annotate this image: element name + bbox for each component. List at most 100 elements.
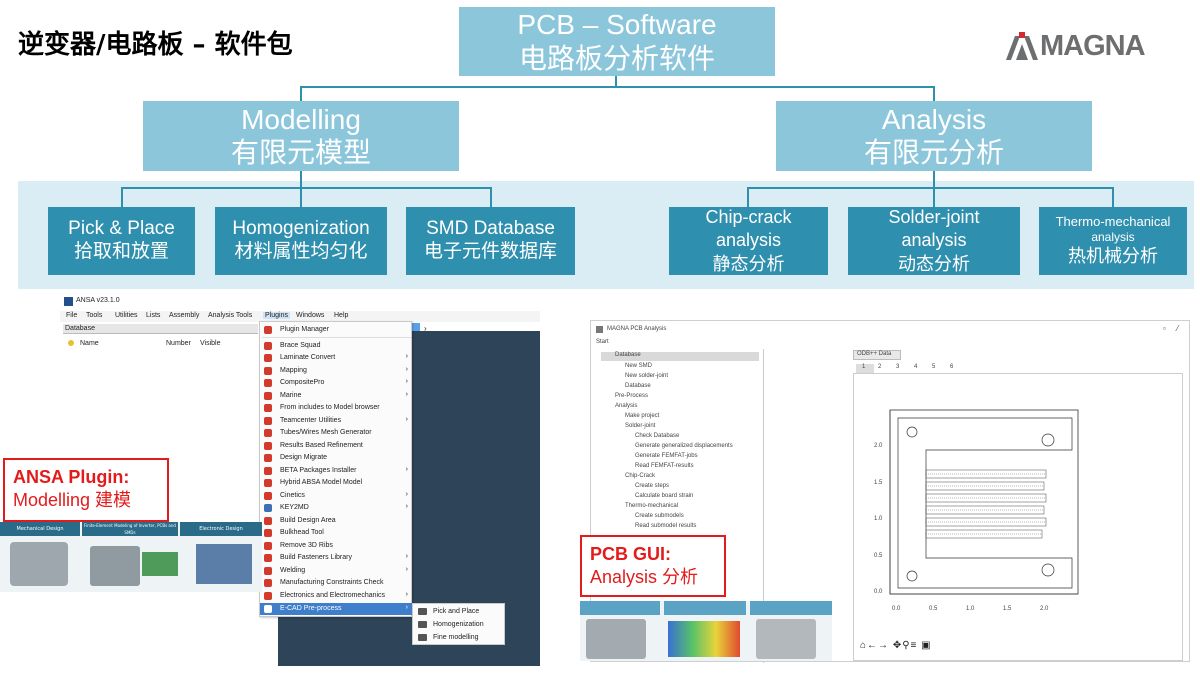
thermal-model-image xyxy=(756,619,816,659)
menu-item[interactable]: Manufacturing Constraints Check xyxy=(260,577,413,589)
subtab[interactable]: 4 xyxy=(914,364,918,370)
close-icon[interactable]: ⁄ xyxy=(1177,324,1179,333)
column-visible[interactable]: Visible xyxy=(200,340,221,347)
tree-item[interactable]: New solder-joint xyxy=(625,373,669,379)
back-icon[interactable]: ← xyxy=(867,640,879,651)
menu-item[interactable]: Bulkhead Tool xyxy=(260,527,413,539)
connector xyxy=(300,170,302,188)
tree-item[interactable]: Database xyxy=(601,352,759,361)
column-name[interactable]: Name xyxy=(80,340,99,347)
menu-item[interactable]: Electronics and Electromechanics› xyxy=(260,590,413,602)
menu-item[interactable]: Marine› xyxy=(260,390,413,402)
column-number[interactable]: Number xyxy=(166,340,191,347)
tree-item[interactable]: Thermo-mechanical xyxy=(625,503,679,509)
pcb-icon xyxy=(418,634,427,641)
menu-item[interactable]: Cinetics› xyxy=(260,490,413,502)
menu-file[interactable]: File xyxy=(66,312,78,319)
tree-item[interactable]: New SMD xyxy=(625,363,653,369)
submenu-item[interactable]: Homogenization xyxy=(413,619,506,631)
menu-item[interactable]: Remove 3D Ribs xyxy=(260,540,413,552)
menu-item[interactable]: Mapping› xyxy=(260,365,413,377)
menu-start[interactable]: Start xyxy=(596,339,609,345)
box-title: Thermo-mechanical xyxy=(1055,214,1171,230)
box-title: Modelling xyxy=(241,103,361,135)
electronic-design-image xyxy=(196,544,252,584)
menu-item[interactable]: Build Design Area xyxy=(260,515,413,527)
database-label: Database xyxy=(65,325,95,332)
menu-lists[interactable]: Lists xyxy=(146,312,161,319)
tree-item[interactable]: Solder-joint xyxy=(625,423,656,429)
pan-icon[interactable]: ✥ xyxy=(892,640,903,651)
menu-item[interactable]: Build Fasteners Library› xyxy=(260,552,413,564)
plugin-icon xyxy=(264,367,272,375)
menu-utilities[interactable]: Utilities xyxy=(115,312,138,319)
subtab[interactable]: 6 xyxy=(950,364,954,370)
plugin-icon xyxy=(264,492,272,500)
menu-analysis-tools[interactable]: Analysis Tools xyxy=(208,312,253,319)
thermo-mechanical-box: Thermo-mechanical analysis 热机械分析 xyxy=(1039,207,1187,275)
tree-item[interactable]: Calculate board strain xyxy=(635,493,694,499)
menu-assembly[interactable]: Assembly xyxy=(169,312,200,319)
menu-item[interactable]: Design Migrate xyxy=(260,452,413,464)
subtab[interactable]: 1 xyxy=(856,364,874,374)
chevron-right-icon[interactable]: › xyxy=(424,324,427,333)
tree-item[interactable]: Database xyxy=(625,383,651,389)
splitter[interactable] xyxy=(763,349,764,663)
menu-item[interactable]: CompositePro› xyxy=(260,377,413,389)
tree-item[interactable]: Create submodels xyxy=(635,513,684,519)
home-icon[interactable]: ⌂ xyxy=(860,640,868,651)
settings-icon[interactable]: ≡ xyxy=(910,640,918,651)
plugin-icon xyxy=(264,392,272,400)
plugin-icon xyxy=(264,354,272,362)
save-icon[interactable]: ▣ xyxy=(921,640,932,651)
plugin-icon xyxy=(264,504,272,512)
toolbar-button[interactable] xyxy=(412,323,420,337)
subtab[interactable]: 2 xyxy=(878,364,882,370)
menu-item[interactable]: Laminate Convert› xyxy=(260,352,413,364)
menu-item[interactable]: KEY2MD› xyxy=(260,502,413,514)
tree-item[interactable]: Check Database xyxy=(635,433,680,439)
tree-item[interactable]: Pre-Process xyxy=(615,393,649,399)
tree-item[interactable]: Make project xyxy=(625,413,660,419)
forward-icon[interactable]: → xyxy=(878,640,890,651)
box-title: PCB – Software xyxy=(517,9,717,41)
thumb-label: Finite-Element Modeling of Inverter, PCB… xyxy=(82,522,178,536)
menu-item[interactable]: Brace Squad xyxy=(260,340,413,352)
tree-item[interactable]: Create steps xyxy=(635,483,670,489)
menu-item[interactable]: Teamcenter Utilities› xyxy=(260,415,413,427)
tree-item[interactable]: Read submodel results xyxy=(635,523,697,529)
subtab-bar: 1 2 3 4 5 6 xyxy=(856,364,966,374)
zoom-icon[interactable]: ⚲ xyxy=(902,640,911,651)
menu-item[interactable]: Tubes/Wires Mesh Generator xyxy=(260,427,413,439)
box-title-2: analysis xyxy=(715,230,782,251)
tree-item[interactable]: Read FEMFAT-results xyxy=(635,463,694,469)
subtab[interactable]: 3 xyxy=(896,364,900,370)
menu-item[interactable]: Plugin Manager xyxy=(260,324,413,336)
submenu-item[interactable]: Fine modelling xyxy=(413,632,506,644)
plugin-icon xyxy=(264,579,272,587)
tree-item[interactable]: Chip-Crack xyxy=(625,473,656,479)
menu-item[interactable]: Welding› xyxy=(260,565,413,577)
maximize-icon[interactable]: ▫ xyxy=(1163,324,1166,333)
pcb-layout-plot[interactable] xyxy=(854,374,1184,662)
menu-help[interactable]: Help xyxy=(334,312,349,319)
tab-odb-data[interactable]: ODB++ Data xyxy=(853,350,901,360)
menu-item[interactable]: Hybrid ABSA Model Model xyxy=(260,477,413,489)
box-subtitle: 电子元件数据库 xyxy=(423,241,557,262)
menu-tools[interactable]: Tools xyxy=(86,312,103,319)
menu-windows[interactable]: Windows xyxy=(296,312,325,319)
menu-item[interactable]: BETA Packages Installer› xyxy=(260,465,413,477)
menu-item[interactable]: Results Based Refinement xyxy=(260,440,413,452)
subtab[interactable]: 5 xyxy=(932,364,936,370)
database-panel-header: Database xyxy=(63,324,258,334)
tree-item[interactable]: Generate FEMFAT-jobs xyxy=(635,453,698,459)
tree-item[interactable]: Generate generalized displacements xyxy=(635,443,733,449)
strain-contour-image xyxy=(668,621,740,657)
plugin-icon xyxy=(264,567,272,575)
submenu-item[interactable]: Pick and Place xyxy=(413,606,506,618)
connector xyxy=(121,187,491,189)
tree-item[interactable]: Analysis xyxy=(615,403,638,409)
menu-plugins[interactable]: Plugins xyxy=(263,312,290,319)
menu-item-ecad-preprocess[interactable]: E-CAD Pre-process› xyxy=(260,603,413,615)
menu-item[interactable]: From includes to Model browser xyxy=(260,402,413,414)
